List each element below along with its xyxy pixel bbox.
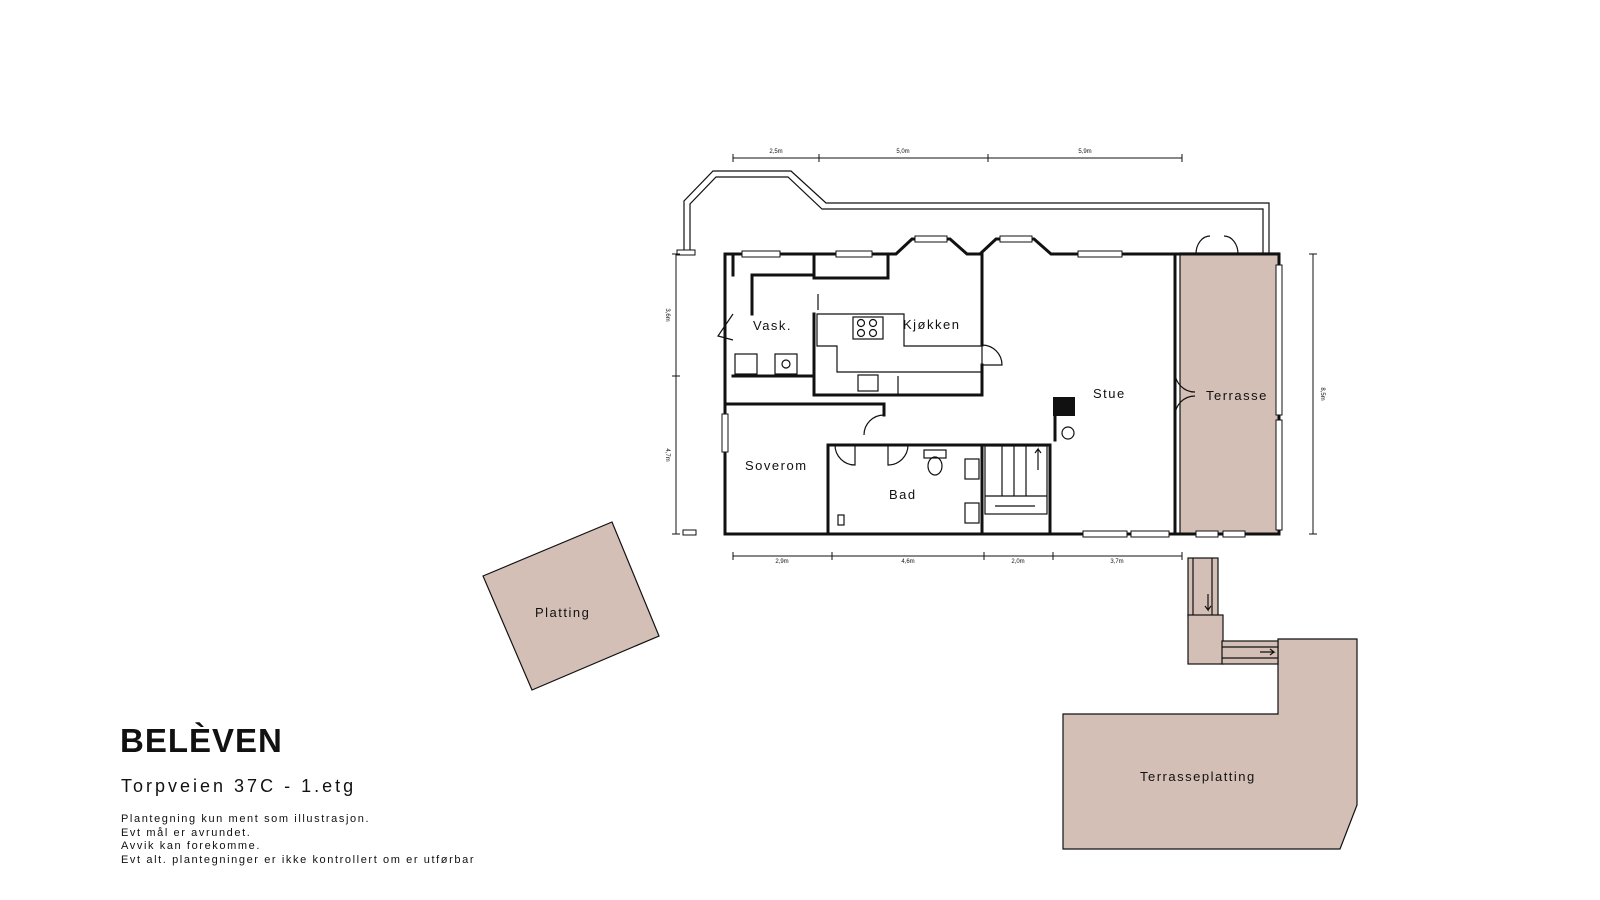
laundry-fixtures — [734, 353, 798, 375]
brand-logo: BELÈVEN — [120, 722, 283, 759]
outer-outline — [683, 170, 1270, 253]
room-label-bad: Bad — [889, 487, 917, 502]
disclaimer-line: Evt alt. plantegninger er ikke kontrolle… — [121, 853, 476, 866]
address-title: Torpveien 37C - 1.etg — [121, 776, 357, 796]
dim-bottom-4: 3,7m — [1110, 559, 1123, 565]
deck-stairs — [1187, 557, 1279, 665]
staircase — [984, 445, 1048, 515]
room-label-stue: Stue — [1093, 386, 1126, 401]
room-label-soverom: Soverom — [745, 458, 808, 473]
bathroom-fixtures — [837, 449, 980, 526]
dim-bottom-1: 2,9m — [775, 559, 788, 565]
room-label-kjokken: Kjøkken — [903, 317, 960, 332]
fireplace — [1053, 397, 1075, 442]
platting-area — [482, 521, 660, 691]
windows — [721, 235, 1283, 538]
interior-walls — [723, 252, 1177, 536]
doors — [717, 235, 1239, 466]
disclaimer-line: Avvik kan forekomme. — [121, 840, 262, 852]
dim-left-2: 4,7m — [664, 448, 670, 461]
dim-bottom-2: 4,6m — [901, 559, 914, 565]
room-label-vask: Vask. — [753, 318, 792, 333]
room-label-platting: Platting — [535, 605, 590, 620]
room-label-terrasseplatting: Terrasseplatting — [1140, 769, 1256, 784]
room-label-terrasse: Terrasse — [1206, 388, 1268, 403]
disclaimer-line: Plantegning kun ment som illustrasjon. — [121, 813, 371, 825]
dim-top-3: 5,9m — [1078, 149, 1091, 155]
dim-top-2: 5,0m — [896, 149, 909, 155]
dim-left-1: 3,6m — [664, 308, 670, 321]
dim-bottom-3: 2,0m — [1011, 559, 1024, 565]
disclaimer-notes: Plantegning kun ment som illustrasjon. E… — [121, 813, 475, 867]
dimension-lines — [672, 154, 1317, 560]
dim-right-1: 8,5m — [1319, 387, 1325, 400]
terrasseplatting-area — [1062, 638, 1358, 850]
disclaimer-line: Evt mål er avrundet. — [121, 826, 252, 839]
terrasse-area — [1179, 252, 1280, 535]
kitchen-fixtures — [816, 294, 983, 395]
dim-top-1: 2,5m — [769, 149, 782, 155]
